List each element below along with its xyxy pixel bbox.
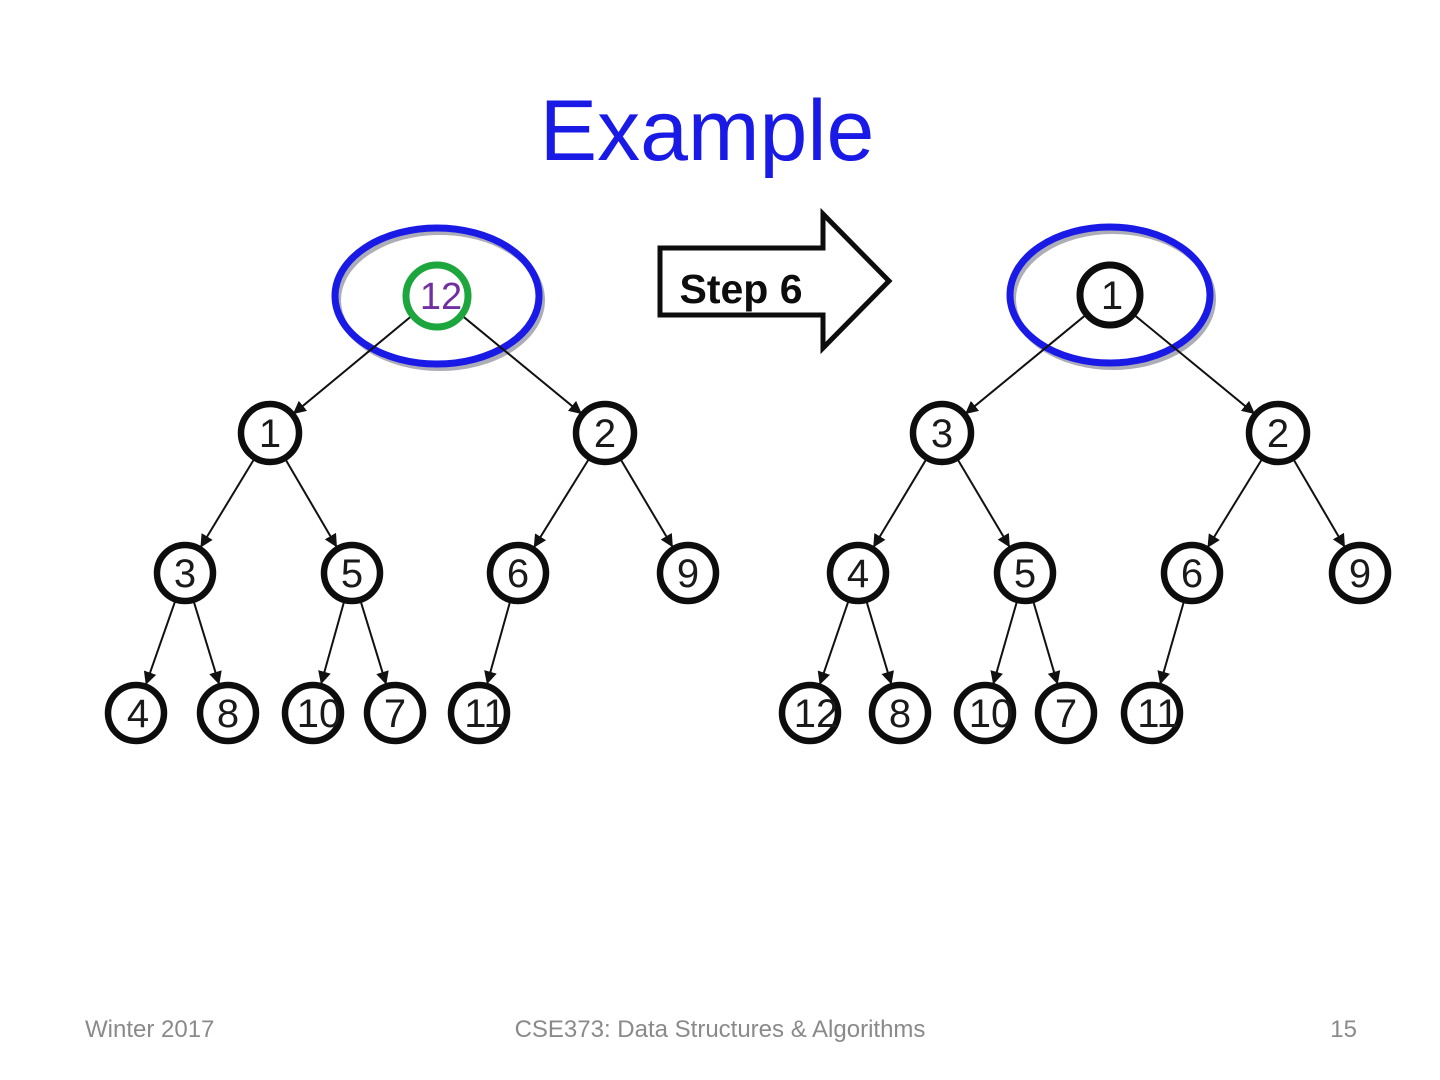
tree-edge (865, 601, 894, 685)
tree-node-value: 5 (341, 552, 363, 596)
tree-node-circle (826, 541, 890, 605)
tree-node-value: 9 (1349, 552, 1371, 596)
tree-node-value: 4 (127, 692, 149, 736)
footer-page-number: 15 (1330, 1016, 1357, 1043)
tree-edge (200, 458, 256, 548)
tree-edge (1207, 458, 1264, 548)
tree-node-circle (486, 541, 550, 605)
tree-node-circle (1120, 681, 1184, 745)
tree-node-circle (1328, 541, 1392, 605)
tree-edge (1134, 314, 1256, 415)
tree-node-circle-root (402, 261, 472, 331)
tree-node-circle (196, 681, 260, 745)
tree-node-circle (656, 541, 720, 605)
tree-edge (1157, 601, 1185, 685)
tree-node-value: 8 (889, 692, 911, 736)
tree-node-value: 11 (1137, 692, 1179, 736)
tree-node-circle (447, 681, 511, 745)
tree-edge (533, 457, 591, 548)
tree-edge (284, 458, 338, 548)
tree-node-circle (993, 541, 1057, 605)
tree-node-value: 6 (1181, 552, 1203, 596)
tree-edge (461, 314, 583, 415)
tree-node-circle (909, 400, 975, 466)
tree-edge (359, 601, 389, 685)
tree-edge (619, 458, 674, 548)
slide-title: Example (539, 83, 875, 179)
tree-edge (956, 458, 1011, 548)
tree-edge (292, 314, 413, 415)
tree-node-value: 5 (1014, 552, 1036, 596)
tree-node-value: 1 (259, 412, 281, 456)
tree-node-value: 9 (677, 552, 699, 596)
tree-node-circle (1034, 681, 1098, 745)
tree-node-value: 2 (594, 412, 616, 456)
tree-node-circle (1160, 541, 1224, 605)
tree-node-value: 8 (217, 692, 239, 736)
tree-node-value: 12 (420, 276, 462, 318)
step-arrow-label: Step 6 (679, 266, 803, 312)
tree-node-circle (237, 400, 303, 466)
footer-term: Winter 2017 (85, 1016, 215, 1043)
tree-edge (990, 601, 1018, 685)
tree-node-value: 10 (969, 692, 1014, 736)
tree-node-value: 1 (1101, 274, 1123, 318)
tree-node-value: 7 (384, 692, 406, 736)
tree-node-circle (363, 681, 427, 745)
tree-node-circle (104, 681, 168, 745)
tree-edge (964, 314, 1086, 415)
tree-node-circle (572, 400, 638, 466)
tree-node-circle (778, 681, 842, 745)
tree-node-circle-root (1076, 261, 1144, 329)
root-highlight-ellipse (331, 224, 543, 368)
tree-node-value: 7 (1055, 692, 1077, 736)
tree-node-circle (868, 681, 932, 745)
tree-node-circle (153, 541, 217, 605)
step-arrow (657, 207, 893, 355)
tree-edge (817, 601, 850, 685)
tree-node-value: 12 (794, 692, 839, 736)
tree-node-circle (1245, 400, 1311, 466)
root-highlight-ellipse (1006, 223, 1214, 367)
tree-edge (1032, 601, 1061, 685)
tree-node-circle (953, 681, 1017, 745)
tree-before: 12 1 2 3 5 6 9 4 8 10 7 11 (104, 224, 720, 745)
tree-node-value: 2 (1267, 412, 1289, 456)
tree-edge (318, 601, 345, 685)
tree-edge (484, 601, 511, 685)
tree-node-value: 4 (847, 552, 869, 596)
tree-edge (873, 458, 928, 548)
tree-node-circle (281, 681, 345, 745)
tree-node-value: 3 (174, 552, 196, 596)
tree-node-value: 11 (464, 692, 506, 736)
tree-edge (192, 601, 222, 685)
tree-edge (1292, 458, 1346, 548)
tree-edge (143, 600, 177, 685)
tree-node-circle (320, 541, 384, 605)
tree-node-value: 3 (931, 412, 953, 456)
tree-node-value: 10 (297, 692, 342, 736)
tree-after: 1 3 2 4 5 6 9 12 8 10 7 11 (778, 223, 1392, 745)
footer-course: CSE373: Data Structures & Algorithms (514, 1016, 926, 1043)
tree-node-value: 6 (507, 552, 529, 596)
